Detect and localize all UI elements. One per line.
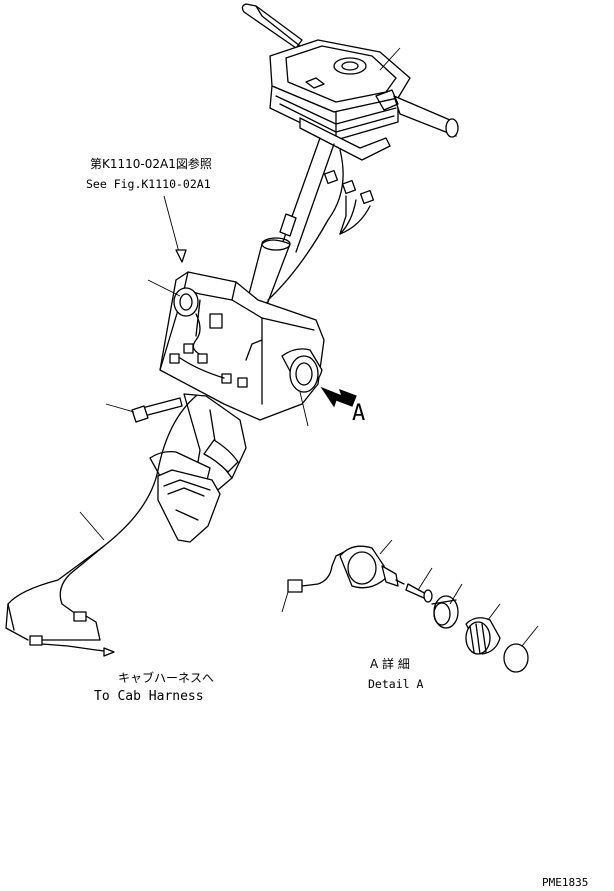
lower-column bbox=[131, 393, 247, 543]
detail-label-en: Detail A bbox=[368, 677, 423, 691]
view-marker-label: A bbox=[352, 401, 365, 426]
leader-lines bbox=[79, 47, 401, 541]
drawing-code: PME1835 bbox=[542, 876, 588, 889]
view-arrow-a bbox=[320, 386, 357, 408]
top-lever-assembly bbox=[241, 3, 459, 161]
cab-harness bbox=[5, 395, 197, 657]
ref-note-en: See Fig.K1110-02A1 bbox=[86, 177, 211, 191]
steering-column bbox=[247, 137, 375, 304]
harness-note-jp: キャブハーネスへ bbox=[118, 670, 214, 685]
detail-a-parts bbox=[281, 539, 539, 673]
harness-note-en: To Cab Harness bbox=[94, 689, 204, 704]
detail-label-jp: A 詳 細 bbox=[370, 656, 410, 671]
column-bracket bbox=[159, 271, 325, 421]
ref-note-jp: 第K1110-02A1図参照 bbox=[90, 156, 212, 171]
